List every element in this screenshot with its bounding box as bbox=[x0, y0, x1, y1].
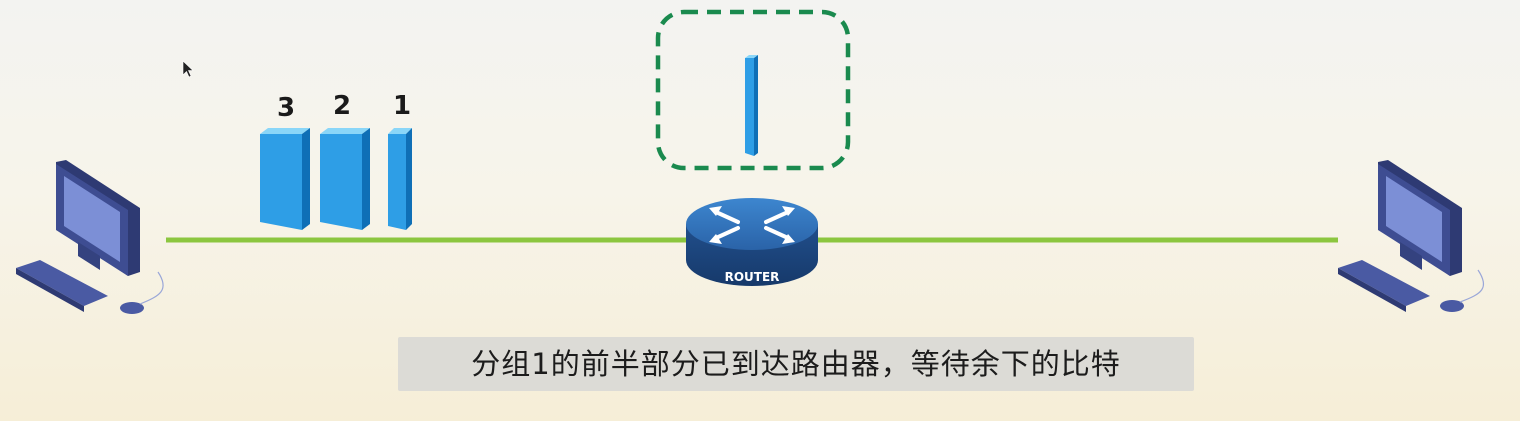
packet-label-3: 3 bbox=[277, 93, 295, 123]
router: ROUTER bbox=[686, 198, 818, 286]
packet-1: 1 bbox=[388, 91, 412, 230]
packet-label-2: 2 bbox=[333, 91, 351, 121]
caption-box: 分组1的前半部分已到达路由器，等待余下的比特 bbox=[398, 337, 1194, 391]
desktop-computer-icon bbox=[1338, 160, 1484, 312]
router-icon bbox=[686, 198, 818, 286]
right-host-computer bbox=[1338, 160, 1484, 312]
desktop-computer-icon bbox=[16, 160, 164, 314]
mouse-pointer-icon bbox=[182, 60, 194, 78]
packet-3: 3 bbox=[260, 93, 310, 230]
packet-1-partial bbox=[745, 55, 758, 156]
left-host-computer bbox=[16, 160, 164, 314]
router-label: ROUTER bbox=[725, 270, 780, 284]
packet-label-1: 1 bbox=[393, 91, 411, 121]
caption-text: 分组1的前半部分已到达路由器，等待余下的比特 bbox=[471, 347, 1121, 381]
packet-2: 2 bbox=[320, 91, 370, 230]
router-buffer bbox=[655, 9, 851, 171]
